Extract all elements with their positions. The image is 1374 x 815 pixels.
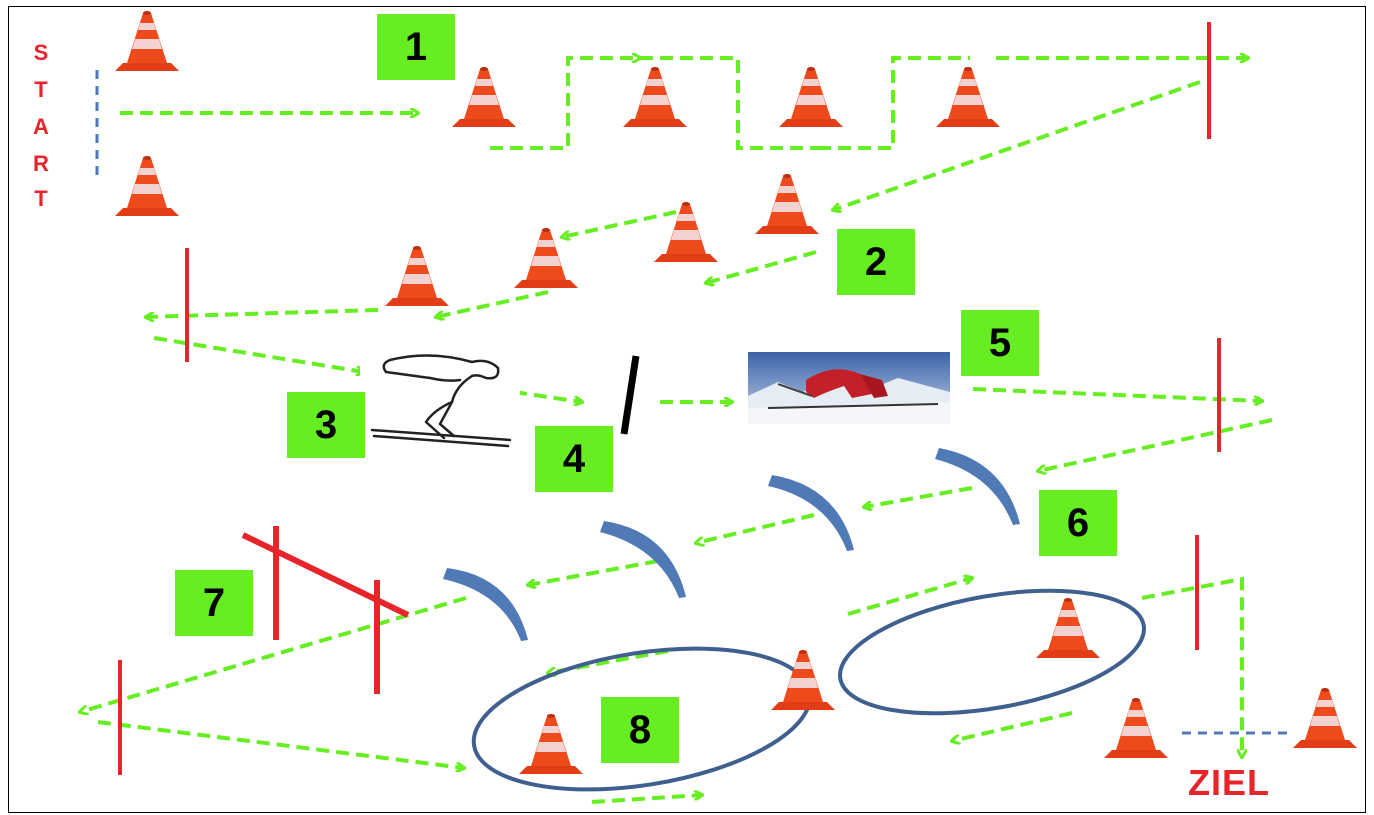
course-arrow	[696, 513, 815, 543]
traffic-cone-icon	[452, 67, 516, 127]
course-arrow	[833, 80, 1201, 210]
course-arrow	[153, 336, 364, 372]
traffic-cone-icon	[771, 650, 835, 710]
mogul-arc	[935, 448, 1020, 525]
traffic-cone-icon	[779, 67, 843, 127]
course-arrows	[80, 56, 1273, 804]
start-letter: T	[34, 77, 48, 102]
course-arrow	[1141, 576, 1242, 757]
station-badge-8: 8	[601, 697, 679, 763]
course-arrow	[818, 56, 970, 150]
course-arrow	[640, 56, 818, 150]
mogul-arc	[600, 521, 686, 598]
course-arrow	[146, 308, 379, 317]
course-arrow	[864, 486, 973, 507]
traffic-cone-icon	[936, 67, 1000, 127]
traffic-cone-icon	[1104, 698, 1168, 758]
course-arrow	[972, 387, 1262, 401]
course-arrow	[97, 720, 464, 768]
traffic-cone-icon	[654, 202, 718, 262]
mogul-obstacles	[443, 448, 1020, 641]
hurdle-obstacle	[241, 526, 410, 694]
track-loop	[838, 588, 1146, 716]
course-arrow	[80, 596, 467, 712]
station-badge-7: 7	[175, 570, 253, 636]
mogul-arc	[443, 568, 528, 641]
traffic-cone-icon	[1293, 688, 1357, 748]
start-letter: S	[33, 40, 49, 65]
start-letter: T	[34, 186, 48, 211]
traffic-cone-icon	[115, 156, 179, 216]
mogul-arc	[768, 475, 854, 551]
traffic-cone-icon	[755, 174, 819, 234]
station-badge-2: 2	[837, 229, 915, 295]
course-arrow	[706, 250, 817, 283]
tuck-skier-illustration	[360, 340, 520, 455]
finish-label: ZIEL	[1188, 762, 1270, 803]
skier-photo	[748, 352, 950, 424]
station-badge-1: 1	[377, 14, 455, 80]
traffic-cone-icon	[519, 714, 583, 774]
traffic-cone-icon	[385, 246, 449, 306]
traffic-cone-icon	[115, 11, 179, 71]
course-arrow	[436, 290, 549, 317]
gate-lines	[118, 22, 1221, 775]
station-badge-6: 6	[1039, 490, 1117, 556]
station-badge-3: 3	[287, 392, 365, 458]
start-letter: A	[33, 114, 49, 139]
start-letter: R	[33, 151, 49, 176]
traffic-cone-icon	[623, 67, 687, 127]
course-arrow	[562, 210, 677, 237]
course-arrow	[847, 578, 972, 616]
diagram-frame	[8, 6, 1366, 813]
course-arrow	[591, 795, 702, 804]
pole-obstacle	[620, 355, 640, 435]
course-arrow	[528, 559, 659, 585]
station-badge-4: 4	[535, 426, 613, 492]
traffic-cone-icon	[1036, 598, 1100, 658]
station-badge-5: 5	[961, 310, 1039, 376]
course-arrow	[952, 711, 1073, 741]
course-arrow	[490, 58, 640, 150]
course-arrow	[1038, 418, 1273, 471]
course-arrow	[513, 390, 582, 402]
